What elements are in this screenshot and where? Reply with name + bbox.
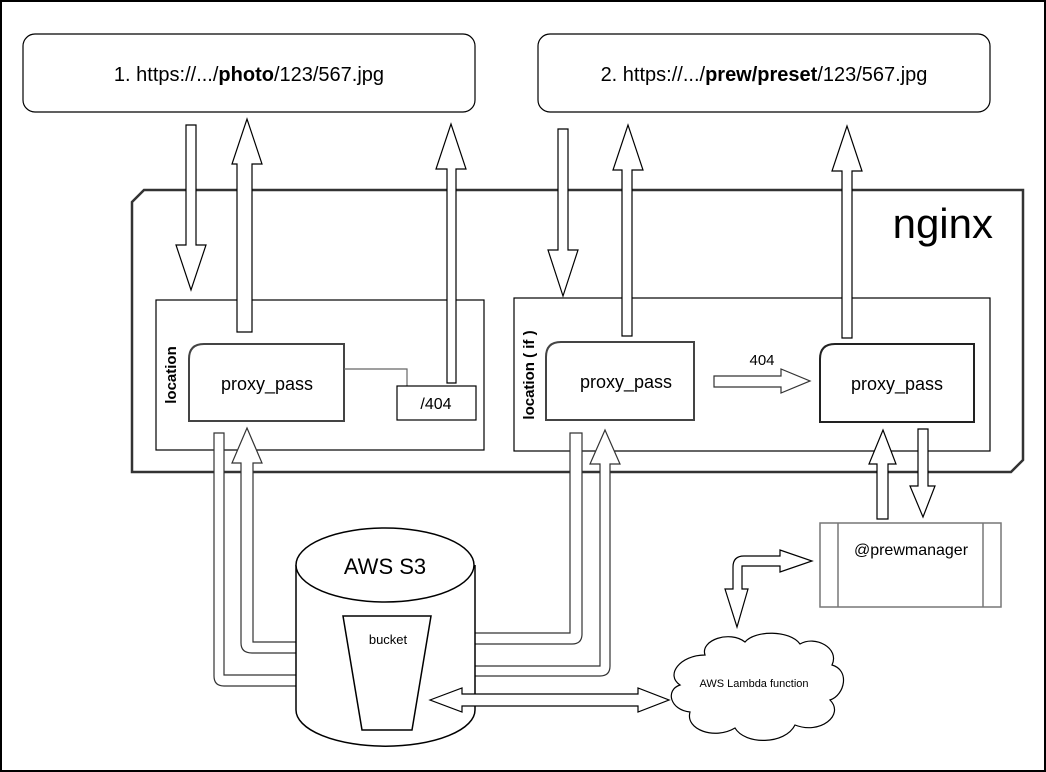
arrow-from-bucket-to-right	[427, 428, 621, 677]
arrow-up-prew-out	[831, 124, 863, 339]
prewmanager-box: @prewmanager	[819, 522, 1002, 608]
proxy-pass-right-1	[545, 341, 695, 421]
arrow-from-bucket-read	[231, 426, 333, 654]
edge-404-label: 404	[749, 352, 774, 369]
location-left-label: location	[163, 346, 180, 404]
location-left: location proxy_pass /404	[155, 299, 485, 451]
aws-lambda-cloud: AWS Lambda function	[670, 632, 844, 741]
proxy-pass-right-2-label: proxy_pass	[851, 374, 943, 395]
nginx-label: nginx	[893, 200, 993, 247]
arrow-down-request2-in	[547, 128, 579, 298]
request-box-2: 2. https://.../prew/preset/123/567.jpg	[537, 33, 991, 113]
arrow-manager-lambda	[724, 549, 814, 630]
aws-s3-label: AWS S3	[344, 554, 426, 579]
bucket-label: bucket	[369, 632, 408, 647]
request-url-1: 1. https://.../photo/123/567.jpg	[114, 64, 384, 86]
arrow-up-manager-out	[868, 428, 897, 520]
location-right: location ( if ) proxy_pass proxy_pass 40…	[513, 297, 991, 452]
aws-lambda-label: AWS Lambda function	[699, 678, 808, 690]
fallback-connector	[344, 368, 408, 386]
fallback-404-box	[396, 385, 477, 421]
proxy-pass-right-1-label: proxy_pass	[580, 372, 672, 393]
prewmanager-label: @prewmanager	[854, 542, 969, 559]
proxy-pass-right-2	[819, 343, 975, 423]
bucket: bucket	[342, 615, 432, 731]
arrow-down-manager-in	[909, 428, 936, 519]
arrow-down-request1-in	[175, 124, 207, 292]
request-box-1: 1. https://.../photo/123/567.jpg	[22, 33, 476, 113]
arrow-up-request2-out	[612, 123, 644, 337]
request-url-2: 2. https://.../prew/preset/123/567.jpg	[601, 64, 928, 86]
arrow-up-request1-out	[231, 117, 263, 333]
proxy-pass-left	[188, 343, 345, 422]
location-right-label: location ( if )	[521, 330, 538, 419]
proxy-pass-left-label: proxy_pass	[221, 374, 313, 395]
arrow-up-404-out	[435, 122, 467, 384]
arrow-404-right	[713, 368, 812, 394]
arrow-bucket-lambda	[428, 687, 671, 713]
fallback-404-label: /404	[420, 396, 451, 413]
